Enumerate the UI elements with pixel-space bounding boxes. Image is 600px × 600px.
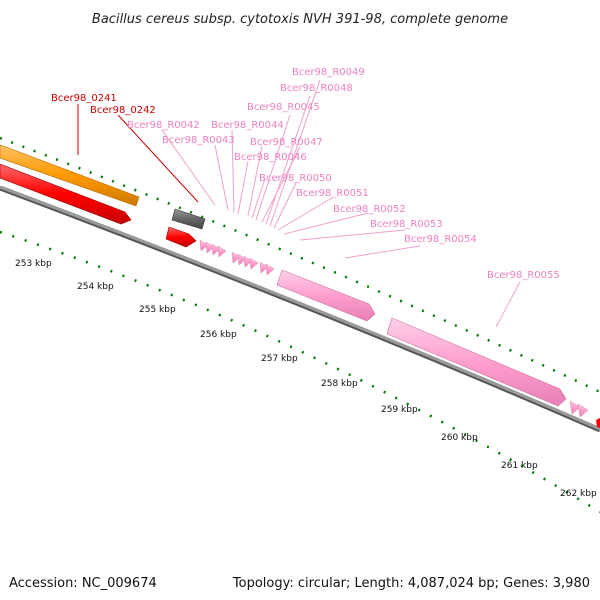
tick-label: 259 kbp <box>381 405 418 415</box>
rna-feature-large-1[interactable] <box>276 269 376 322</box>
gene-label[interactable]: Bcer98_R0042 <box>127 120 200 131</box>
cds-feature-edge[interactable] <box>596 418 600 428</box>
rna-feature[interactable] <box>577 403 589 418</box>
gene-label[interactable]: Bcer98_R0050 <box>259 173 332 184</box>
rna-feature[interactable] <box>199 239 209 252</box>
gene-label[interactable]: Bcer98_0242 <box>90 105 156 116</box>
leader-line <box>299 229 406 241</box>
leader-line <box>255 114 291 221</box>
rna-feature[interactable] <box>259 261 269 274</box>
cds-feature-0241[interactable] <box>0 163 132 225</box>
rna-feature[interactable] <box>211 243 221 256</box>
gene-label[interactable]: Bcer98_R0047 <box>250 137 323 148</box>
rna-feature[interactable] <box>249 257 259 270</box>
leader-line <box>251 178 266 219</box>
scale-tick-labels: 253 kbp 254 kbp 255 kbp 256 kbp 257 kbp … <box>15 259 597 499</box>
gene-label[interactable]: Bcer98_R0043 <box>162 135 235 146</box>
gene-feature-orange[interactable] <box>0 144 140 207</box>
rna-arrow-cluster <box>199 239 275 276</box>
accession-text: Accession: NC_009674 <box>9 576 157 591</box>
gene-label[interactable]: Bcer98_R0055 <box>487 270 560 281</box>
rna-feature[interactable] <box>243 255 253 268</box>
rna-feature[interactable] <box>237 253 247 266</box>
tick-label: 262 kbp <box>560 489 597 499</box>
leader-line <box>273 182 297 229</box>
gene-label[interactable]: Bcer98_R0053 <box>370 219 443 230</box>
gene-label[interactable]: Bcer98_R0049 <box>292 67 365 78</box>
map-title: Bacillus cereus subsp. cytotoxis NVH 391… <box>92 12 508 27</box>
leader-line <box>269 79 321 227</box>
gene-features <box>0 144 600 428</box>
tick-label: 260 kbp <box>441 433 478 443</box>
leader-line <box>247 145 263 217</box>
leader-line <box>277 197 333 231</box>
gene-label[interactable]: Bcer98_R0048 <box>280 83 353 94</box>
gene-label[interactable]: Bcer98_R0044 <box>211 120 284 131</box>
tick-label: 261 kbp <box>501 461 538 471</box>
rna-feature[interactable] <box>205 241 215 254</box>
leader-line <box>344 245 421 259</box>
backbone-shadow <box>0 185 600 433</box>
gene-label[interactable]: Bcer98_R0054 <box>404 234 477 245</box>
tick-label: 256 kbp <box>200 330 237 340</box>
leader-line <box>231 129 235 213</box>
rna-feature[interactable] <box>231 251 241 264</box>
genome-backbone <box>0 185 600 433</box>
tick-label: 255 kbp <box>139 305 176 315</box>
rna-feature[interactable] <box>217 245 227 258</box>
leader-line <box>261 146 301 223</box>
leader-line <box>161 129 216 206</box>
genome-summary-text: Topology: circular; Length: 4,087,024 bp… <box>232 576 590 591</box>
gene-label[interactable]: Bcer98_R0045 <box>247 102 320 113</box>
gene-label[interactable]: Bcer98_R0046 <box>234 152 307 163</box>
leader-line <box>117 114 199 203</box>
cds-feature-0242[interactable] <box>165 226 197 248</box>
label-leaders <box>77 79 521 328</box>
leader-line <box>265 95 311 225</box>
rna-feature-large-2[interactable] <box>386 317 567 407</box>
tick-label: 253 kbp <box>15 259 52 269</box>
backbone-line <box>0 185 600 431</box>
gene-label[interactable]: Bcer98_0241 <box>51 93 117 104</box>
leader-line <box>495 281 521 328</box>
leader-line <box>237 160 249 215</box>
other-feature[interactable] <box>171 208 206 230</box>
tick-label: 258 kbp <box>321 379 358 389</box>
rna-feature[interactable] <box>569 400 581 415</box>
gene-label[interactable]: Bcer98_R0051 <box>296 188 369 199</box>
leader-line <box>283 212 369 235</box>
tick-label: 257 kbp <box>261 354 298 364</box>
tick-label: 254 kbp <box>77 282 114 292</box>
gene-label[interactable]: Bcer98_R0052 <box>333 204 406 215</box>
leader-line <box>214 144 229 211</box>
gene-labels: Bcer98_0241 Bcer98_0242 Bcer98_R0049 Bce… <box>51 67 560 281</box>
rna-feature[interactable] <box>265 263 275 276</box>
